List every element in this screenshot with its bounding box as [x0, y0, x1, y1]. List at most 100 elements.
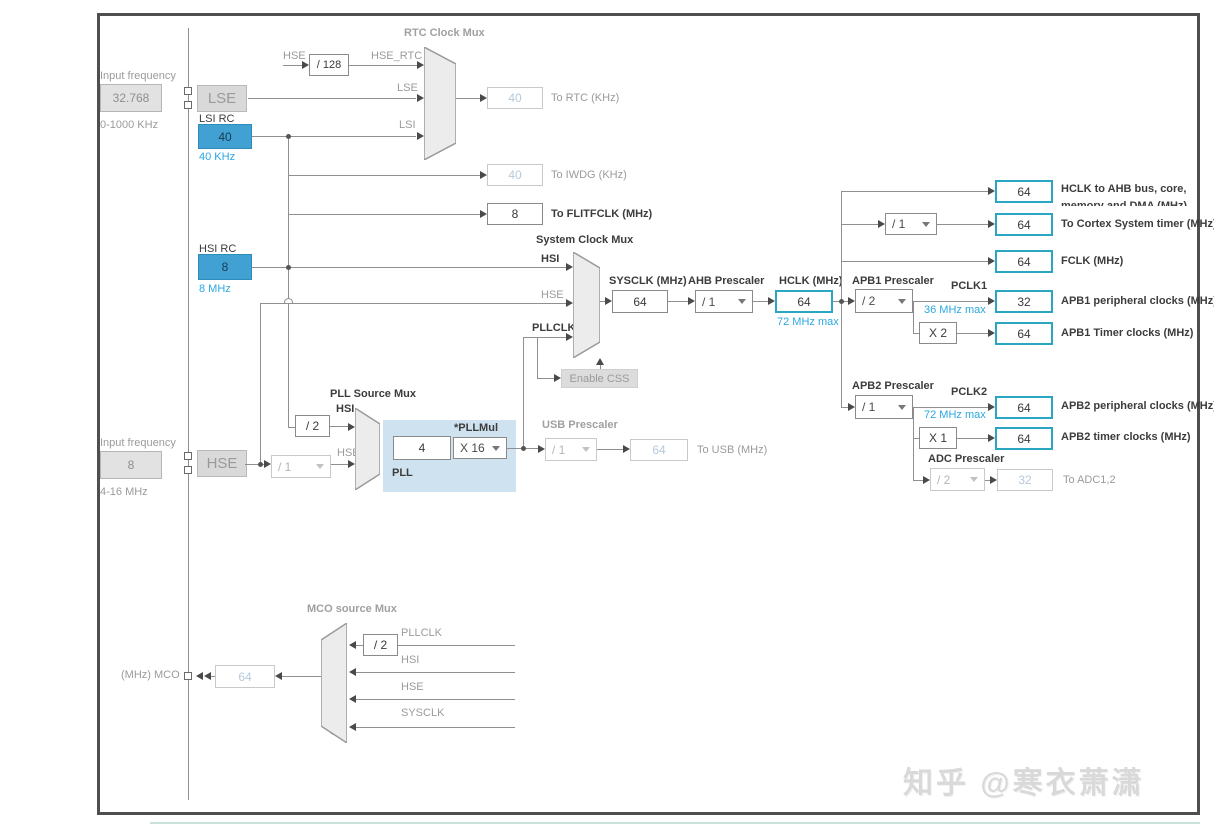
apb2-peripheral-label: APB2 peripheral clocks (MHz)	[1061, 400, 1214, 412]
pll-source-mux-shape	[355, 408, 380, 490]
chevron-down-icon	[898, 404, 906, 410]
apb2-timer-multiplier-box: X 1	[919, 427, 957, 449]
wire	[600, 301, 607, 302]
bump	[284, 298, 293, 303]
ar	[566, 333, 573, 341]
sysclk-value-box[interactable]: 64	[612, 290, 668, 313]
ar	[302, 61, 309, 69]
apb2-prescaler-select[interactable]: / 1	[855, 395, 913, 419]
cortex-timer-label: To Cortex System timer (MHz)	[1061, 218, 1214, 230]
sysclk-label: SYSCLK (MHz)	[609, 275, 687, 287]
sysmux-hsi-label: HSI	[541, 253, 560, 265]
wire	[913, 407, 988, 408]
ar	[538, 445, 545, 453]
hse-input-frequency-field[interactable]: 8	[100, 451, 162, 479]
lse-oscillator-block[interactable]: LSE	[197, 85, 247, 112]
wire	[260, 303, 261, 464]
wire	[252, 136, 416, 137]
rtc-clock-mux-shape	[424, 47, 456, 160]
cortex-timer-value-box[interactable]: 64	[995, 213, 1053, 236]
wire	[288, 214, 480, 215]
adc-value-box: 32	[997, 469, 1053, 491]
hclk-value-box[interactable]: 64	[775, 290, 833, 313]
pclk2-max-note: 72 MHz max	[924, 409, 986, 421]
apb1-timer-value-box[interactable]: 64	[995, 322, 1053, 345]
mco-value-box: 64	[215, 665, 275, 688]
apb1-timer-multiplier-box: X 2	[919, 322, 957, 344]
adc-prescaler-value: / 2	[937, 472, 951, 487]
ar	[988, 187, 995, 195]
apb2-timer-value-box[interactable]: 64	[995, 427, 1053, 450]
mco-pllclk-label: PLLCLK	[401, 627, 442, 639]
lsi-rc-block[interactable]: 40	[198, 124, 252, 149]
wire	[188, 28, 189, 800]
dot	[258, 462, 263, 467]
hclk-ahb-value-box[interactable]: 64	[995, 180, 1053, 203]
lse-input-frequency-label: Input frequency	[100, 70, 176, 82]
ar	[264, 460, 271, 468]
wire	[331, 464, 348, 465]
wire	[252, 267, 566, 268]
pll-source-mux-title: PLL Source Mux	[330, 388, 416, 400]
ahb-prescaler-select[interactable]: / 1	[695, 290, 753, 313]
mco-label: (MHz) MCO	[121, 669, 180, 681]
ar	[848, 403, 855, 411]
chevron-down-icon	[492, 445, 500, 451]
rtc-clock-mux-title: RTC Clock Mux	[404, 27, 485, 39]
ar	[923, 476, 930, 484]
lsi-frequency-label: 40 KHz	[199, 151, 236, 163]
cortex-prescaler-value: / 1	[892, 217, 906, 231]
wire	[288, 175, 480, 176]
fclk-value-box[interactable]: 64	[995, 250, 1053, 273]
pllmul-select[interactable]: X 16	[453, 437, 507, 459]
apb1-prescaler-select[interactable]: / 2	[855, 289, 913, 313]
apb1-prescaler-label: APB1 Prescaler	[852, 275, 934, 287]
watermark-text: 知乎 @寒衣萧潇	[903, 767, 1145, 800]
apb2-prescaler-value: / 1	[862, 400, 876, 414]
hclk-max-note: 72 MHz max	[777, 316, 839, 328]
hclk-label: HCLK (MHz)	[779, 275, 843, 287]
pin	[184, 452, 192, 460]
wire	[937, 224, 988, 225]
wire	[523, 337, 566, 338]
wire	[352, 727, 515, 728]
enable-css-button[interactable]: Enable CSS	[561, 369, 638, 388]
usb-value-box: 64	[630, 439, 688, 461]
pclk2-label: PCLK2	[951, 386, 988, 398]
wire	[352, 645, 363, 646]
pllmux-hsi-label: HSI	[336, 403, 355, 415]
hse-rtc-div128-box: / 128	[309, 54, 349, 76]
al	[204, 672, 211, 680]
to-flitfclk-label: To FLITFCLK (MHz)	[551, 208, 653, 220]
hse-range-label: 4-16 MHz	[100, 486, 148, 498]
sysmux-pllclk-label: PLLCLK	[532, 322, 576, 334]
pll-hsi-div2-box: / 2	[295, 415, 330, 437]
lse-range-label: 0-1000 KHz	[100, 119, 159, 131]
wire	[330, 426, 348, 427]
hclk-ahb-label-line2: memory and DMA (MHz)	[1061, 200, 1188, 206]
ar	[554, 374, 561, 382]
pll-input-value-box[interactable]: 4	[393, 436, 451, 460]
apb1-peripheral-value-box[interactable]: 32	[995, 290, 1053, 313]
ar	[566, 299, 573, 307]
hsi-rc-block[interactable]: 8	[198, 254, 252, 280]
hse-input-frequency-label: Input frequency	[100, 437, 176, 449]
pllmux-hse-label: HSE	[337, 447, 360, 459]
al	[196, 672, 203, 680]
lse-input-frequency-field[interactable]: 32.768	[100, 84, 162, 112]
wire	[288, 427, 295, 428]
pll-hse-prediv-value: / 1	[278, 459, 292, 474]
cortex-prescaler-select[interactable]: / 1	[885, 213, 937, 235]
al	[275, 672, 282, 680]
hse-oscillator-block[interactable]: HSE	[197, 450, 247, 477]
pllmul-value: X 16	[460, 441, 485, 455]
apb1-peripheral-label: APB1 peripheral clocks (MHz)	[1061, 295, 1214, 307]
apb2-peripheral-value-box[interactable]: 64	[995, 396, 1053, 419]
wire	[283, 65, 303, 66]
wire	[985, 480, 990, 481]
wire	[841, 191, 988, 192]
pllmul-label: *PLLMul	[454, 422, 498, 434]
mco-source-mux-title: MCO source Mux	[307, 603, 397, 615]
system-clock-mux-shape	[573, 252, 600, 358]
to-flitfclk-value-box[interactable]: 8	[487, 203, 543, 225]
